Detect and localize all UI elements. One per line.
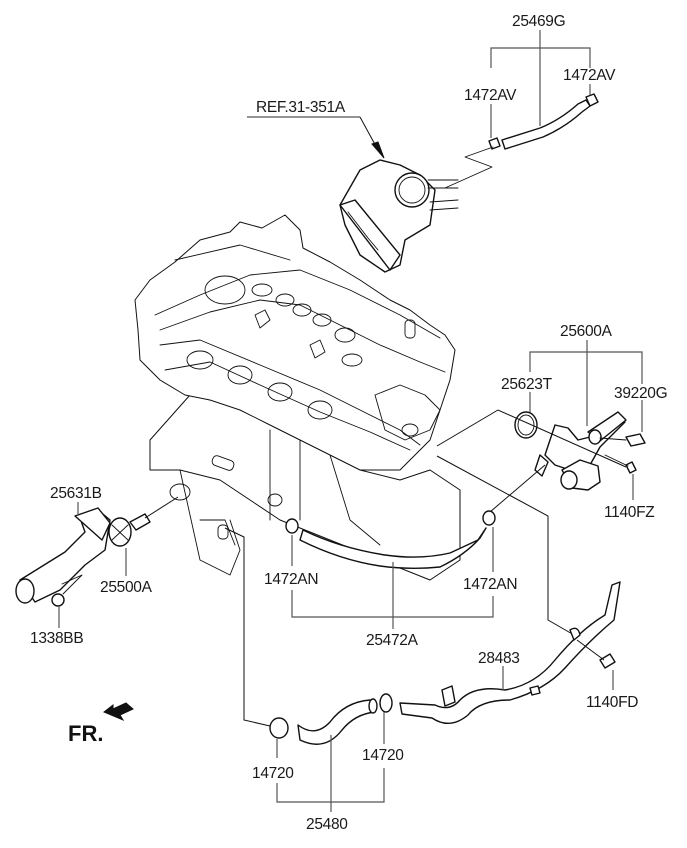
oring-25623T[interactable] [514, 411, 538, 439]
part-label-14720-right[interactable]: 14720 [362, 747, 405, 764]
part-label-1338BB[interactable]: 1338BB [30, 630, 84, 647]
clamp-14720-left[interactable] [269, 717, 289, 739]
clamp-1472AN-left[interactable] [285, 518, 299, 534]
part-label-1472AN-right[interactable]: 1472AN [463, 576, 518, 593]
coolant-fitting-25600A[interactable] [514, 411, 646, 491]
thermostat-housing-25631B[interactable] [15, 507, 111, 604]
leader-25469G [490, 30, 591, 138]
part-label-1472AV-left[interactable]: 1472AV [464, 87, 517, 104]
reference-label[interactable]: REF.31-351A [256, 99, 346, 116]
sensor-39220G[interactable] [625, 433, 646, 447]
reference-callout: REF.31-351A [247, 99, 385, 159]
part-label-25472A[interactable]: 25472A [366, 632, 419, 649]
clamp-1472AV-right[interactable] [585, 93, 599, 107]
part-label-14720-left[interactable]: 14720 [252, 765, 295, 782]
leader-25480 [276, 712, 385, 812]
front-label: FR. [68, 721, 103, 746]
hose-25472A[interactable] [285, 510, 496, 569]
thermostat-leaders [58, 502, 127, 628]
bolt-1140FZ[interactable] [625, 461, 637, 474]
part-label-25623T[interactable]: 25623T [501, 376, 553, 393]
clamp-1472AV-left[interactable] [488, 137, 501, 150]
part-label-1140FZ[interactable]: 1140FZ [604, 504, 655, 521]
hose-25469G[interactable] [444, 93, 599, 189]
pipe-28483[interactable] [399, 581, 621, 724]
part-label-1140FD[interactable]: 1140FD [586, 694, 639, 711]
throttle-body [339, 159, 459, 273]
leader-25600A [529, 340, 643, 500]
hose-25480[interactable] [269, 693, 393, 745]
part-label-25480[interactable]: 25480 [306, 816, 349, 833]
engine-cylinder-head [134, 214, 461, 581]
clamp-14720-right[interactable] [379, 693, 393, 713]
part-label-28483[interactable]: 28483 [478, 650, 520, 667]
bolt-1140FD[interactable] [599, 653, 616, 669]
part-label-1472AN-left[interactable]: 1472AN [264, 571, 319, 588]
thermostat-25500A[interactable] [108, 513, 151, 547]
front-arrow-icon [103, 702, 134, 722]
part-label-1472AV-right[interactable]: 1472AV [563, 67, 616, 84]
clamp-1472AN-right[interactable] [482, 510, 496, 526]
nut-1338BB[interactable] [51, 593, 65, 607]
part-label-25631B[interactable]: 25631B [50, 485, 102, 502]
part-label-25469G[interactable]: 25469G [512, 13, 566, 30]
part-label-25600A[interactable]: 25600A [560, 323, 613, 340]
leader-25472A [291, 527, 494, 629]
part-label-25500A[interactable]: 25500A [100, 579, 153, 596]
front-direction-indicator: FR. [68, 702, 134, 746]
part-label-39220G[interactable]: 39220G [614, 385, 668, 402]
